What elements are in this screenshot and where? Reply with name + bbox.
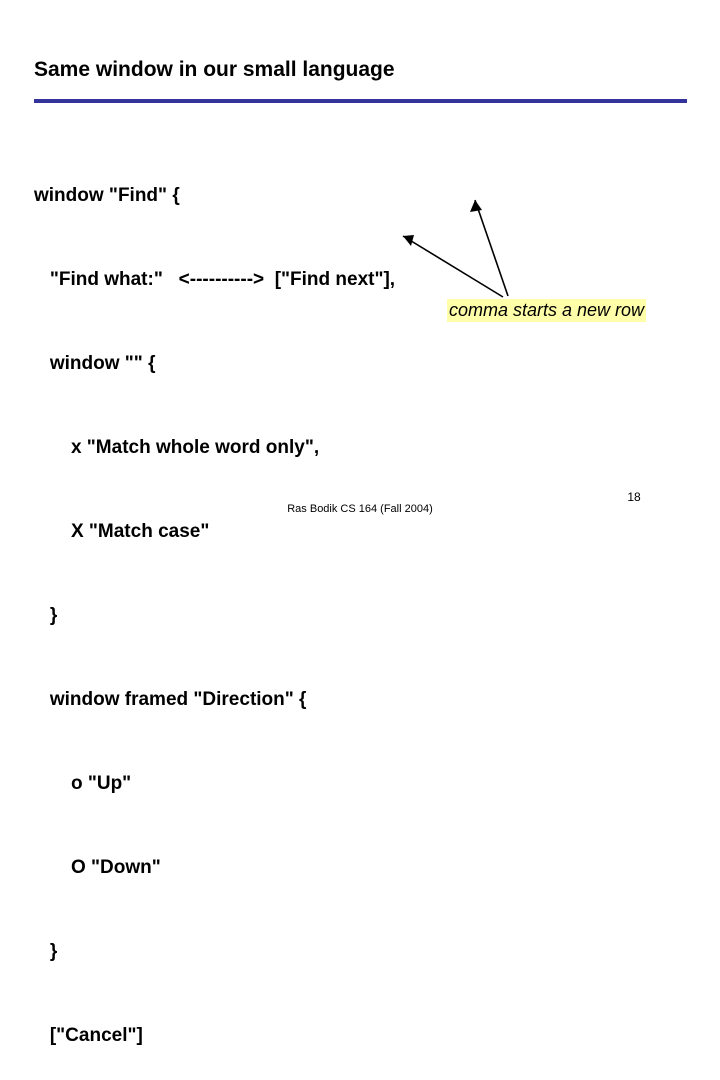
code-line: o "Up" [34, 773, 132, 794]
slide: Same window in our small language window… [34, 58, 687, 1046]
title-divider [34, 99, 687, 103]
slide-page-number: 18 [627, 490, 641, 504]
code-line: window "" { [34, 353, 156, 374]
code-block: window "Find" { "Find what:" <----------… [34, 126, 534, 1080]
code-line: X "Match case" [34, 521, 210, 542]
code-line: window "Find" { [34, 185, 180, 206]
code-line: ["Cancel"] [34, 1025, 143, 1046]
code-line: } [34, 605, 58, 626]
code-line: } [34, 941, 58, 962]
code-line: "Find what:" <----------> ["Find next"], [34, 269, 396, 290]
annotation-note: comma starts a new row [447, 299, 647, 322]
code-line: O "Down" [34, 857, 161, 878]
slide-footer: Ras Bodik CS 164 (Fall 2004) [287, 503, 433, 515]
page-title: Same window in our small language [34, 58, 395, 81]
code-line: window framed "Direction" { [34, 689, 307, 710]
code-line: x "Match whole word only", [34, 437, 320, 458]
